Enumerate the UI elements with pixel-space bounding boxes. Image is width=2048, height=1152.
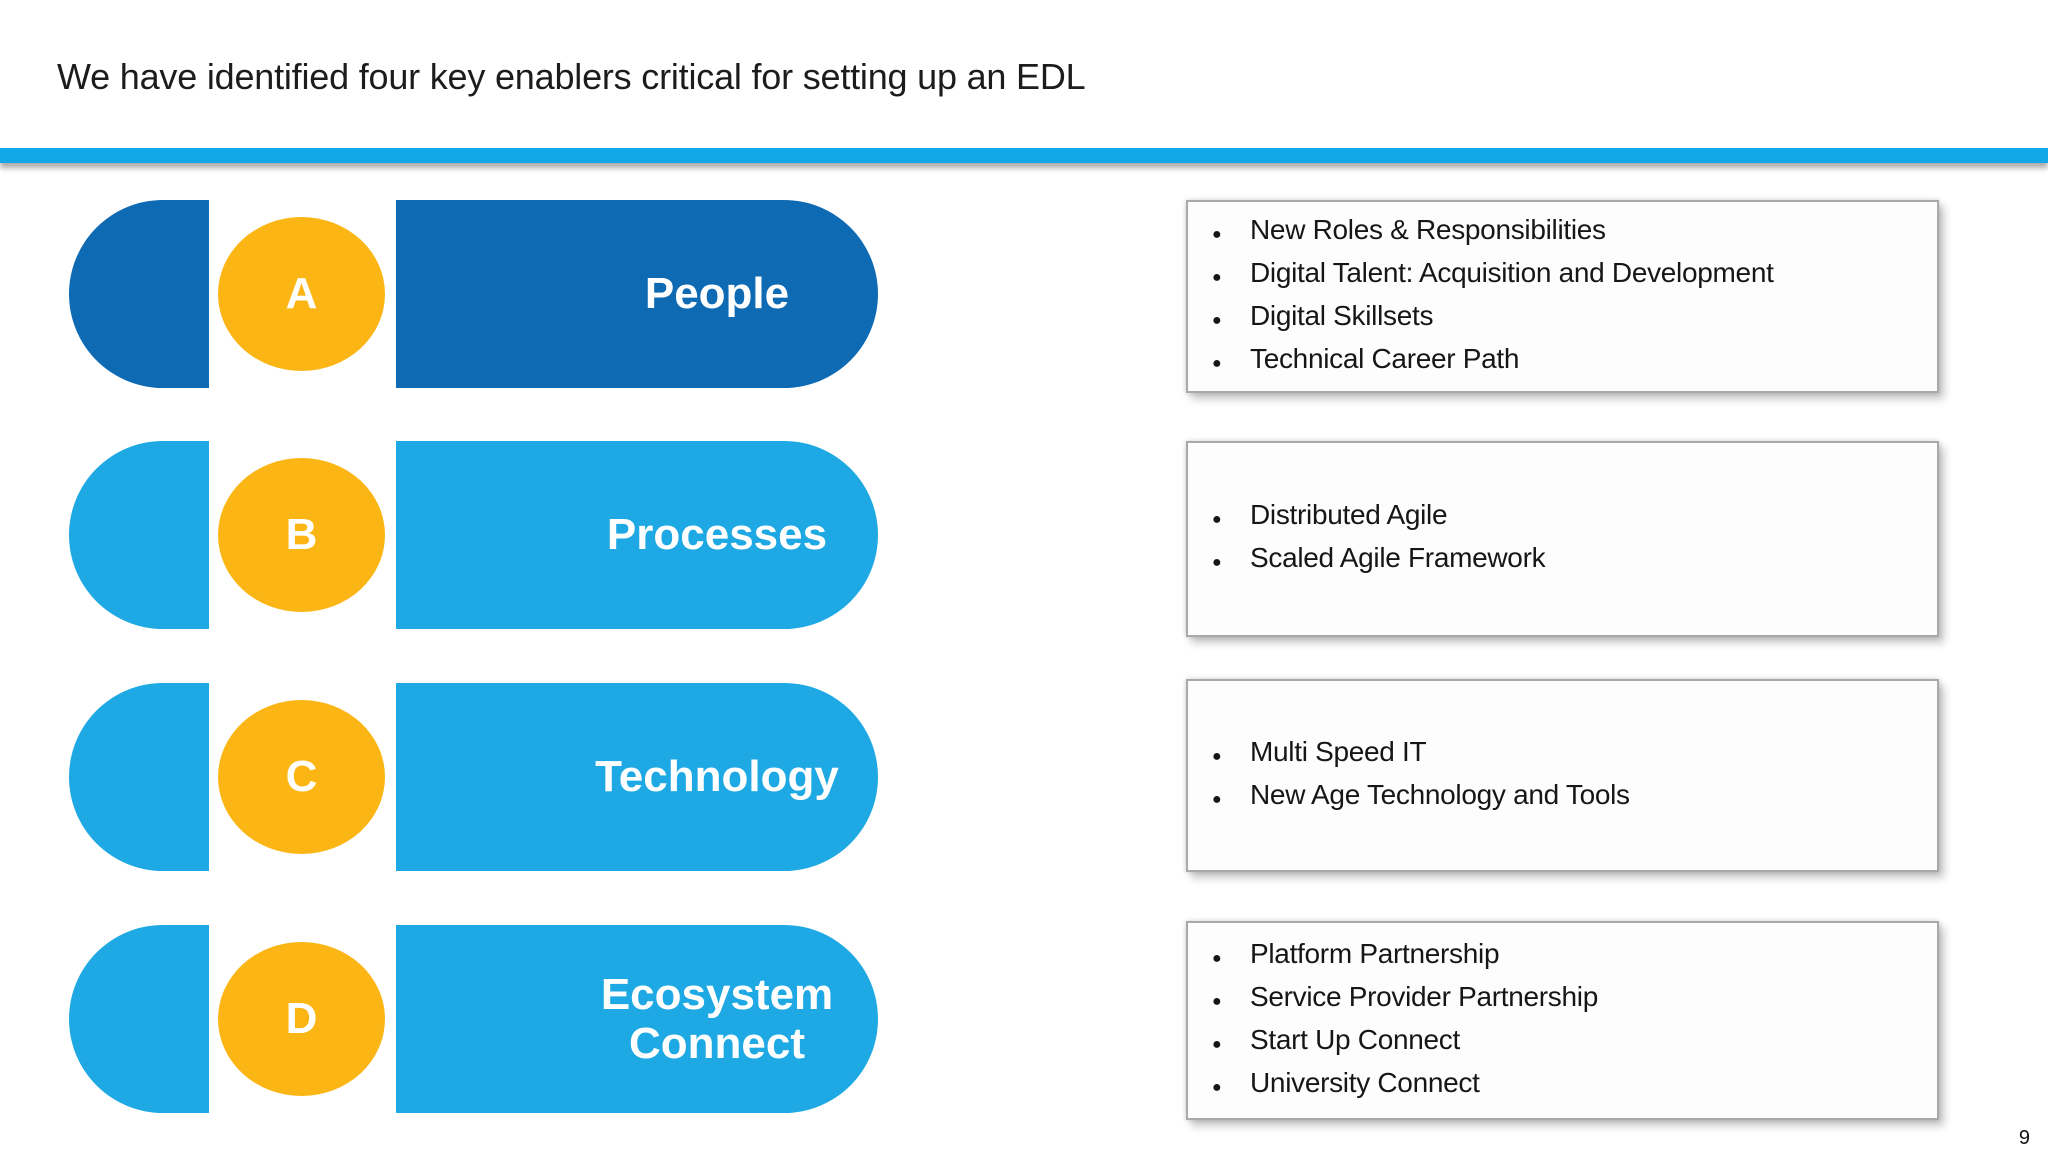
bullet-text: Multi Speed IT xyxy=(1250,735,1427,767)
pill-body: Ecosystem Connect xyxy=(396,925,878,1113)
letter-badge: D xyxy=(218,942,385,1096)
bullet-item: ● Digital Skillsets xyxy=(1212,297,1919,340)
bullet-text: New Roles & Responsibilities xyxy=(1250,213,1606,245)
bullet-item: ● University Connect xyxy=(1212,1064,1919,1107)
bullet-item: ● Multi Speed IT xyxy=(1212,733,1919,776)
pill-label: People xyxy=(644,269,790,319)
bullet-item: ● New Age Technology and Tools xyxy=(1212,776,1919,819)
pill-left-cap xyxy=(69,925,209,1113)
bullet-dot-icon: ● xyxy=(1212,311,1222,329)
detail-box-processes: ● Distributed Agile ● Scaled Agile Framewor… xyxy=(1186,441,1939,637)
bullet-dot-icon: ● xyxy=(1212,790,1222,808)
pill-label: Ecosystem Connect xyxy=(600,969,834,1068)
detail-box-technology: ● Multi Speed IT ● New Age Technology and T… xyxy=(1186,679,1939,872)
bullet-item: ● Distributed Agile xyxy=(1212,496,1919,539)
bullet-item: ● Scaled Agile Framework xyxy=(1212,539,1919,582)
bullet-dot-icon: ● xyxy=(1212,354,1222,372)
bullet-item: ● New Roles & Responsibilities xyxy=(1212,211,1919,254)
enabler-row-processes: B Processes xyxy=(0,441,2048,629)
bullet-text: Service Provider Partnership xyxy=(1250,980,1598,1012)
enabler-row-technology: C Technology xyxy=(0,683,2048,871)
enabler-row-ecosystem-connect: D Ecosystem Connect xyxy=(0,925,2048,1113)
letter-badge-label: C xyxy=(285,752,318,801)
detail-box-ecosystem-connect: ● Platform Partnership ● Service Provider P… xyxy=(1186,921,1939,1120)
bullet-text: Platform Partnership xyxy=(1250,937,1500,969)
bullet-text: Scaled Agile Framework xyxy=(1250,542,1546,573)
bullet-item: ● Technical Career Path xyxy=(1212,340,1919,383)
bullet-text: Technical Career Path xyxy=(1250,342,1520,374)
bullet-dot-icon: ● xyxy=(1212,949,1222,967)
bullet-dot-icon: ● xyxy=(1212,1078,1222,1096)
bullet-list: ● Platform Partnership ● Service Provider P… xyxy=(1188,935,1937,1107)
bullet-item: ● Platform Partnership xyxy=(1212,935,1919,978)
letter-badge: C xyxy=(218,700,385,854)
bullet-dot-icon: ● xyxy=(1212,225,1222,243)
bullet-dot-icon: ● xyxy=(1212,268,1222,286)
enabler-row-people: A People xyxy=(0,200,2048,388)
slide-title: We have identified four key enablers cri… xyxy=(57,56,1086,97)
pill-label: Processes xyxy=(606,510,828,560)
title-accent-bar xyxy=(0,148,2048,163)
bullet-dot-icon: ● xyxy=(1212,511,1222,528)
bullet-item: ● Start Up Connect xyxy=(1212,1021,1919,1064)
letter-badge-label: B xyxy=(285,510,318,559)
pill-label: Technology xyxy=(595,752,839,802)
bullet-list: ● Multi Speed IT ● New Age Technology and T… xyxy=(1188,733,1937,819)
pill-body: Processes xyxy=(396,441,878,629)
page-number: 9 xyxy=(2018,1127,2030,1149)
pill-left-cap xyxy=(69,441,209,629)
letter-badge: B xyxy=(218,458,385,612)
pill-left-cap xyxy=(69,683,209,871)
pill-left-cap xyxy=(69,200,209,388)
bullet-list: ● New Roles & Responsibilities ● Digital Ta… xyxy=(1188,211,1937,383)
bullet-text: Digital Talent: Acquisition and Developm… xyxy=(1250,256,1774,288)
bullet-dot-icon: ● xyxy=(1212,1035,1222,1053)
pill-body: Technology xyxy=(396,683,878,871)
bullet-text: New Age Technology and Tools xyxy=(1250,778,1630,810)
bullet-dot-icon: ● xyxy=(1212,747,1222,765)
bullet-text: Digital Skillsets xyxy=(1250,299,1434,331)
bullet-text: Start Up Connect xyxy=(1250,1023,1460,1055)
bullet-item: ● Digital Talent: Acquisition and Develop… xyxy=(1212,254,1919,297)
pill-body: People xyxy=(396,200,878,388)
detail-box-people: ● New Roles & Responsibilities ● Digital Ta… xyxy=(1186,200,1939,393)
bullet-dot-icon: ● xyxy=(1212,992,1222,1010)
bullet-dot-icon: ● xyxy=(1212,554,1222,571)
letter-badge-label: D xyxy=(285,994,318,1043)
letter-badge: A xyxy=(218,217,385,371)
letter-badge-label: A xyxy=(285,269,318,318)
bullet-item: ● Service Provider Partnership xyxy=(1212,978,1919,1021)
bullet-text: Distributed Agile xyxy=(1250,499,1448,530)
bullet-text: University Connect xyxy=(1250,1066,1480,1098)
bullet-list: ● Distributed Agile ● Scaled Agile Framewor… xyxy=(1188,496,1937,582)
